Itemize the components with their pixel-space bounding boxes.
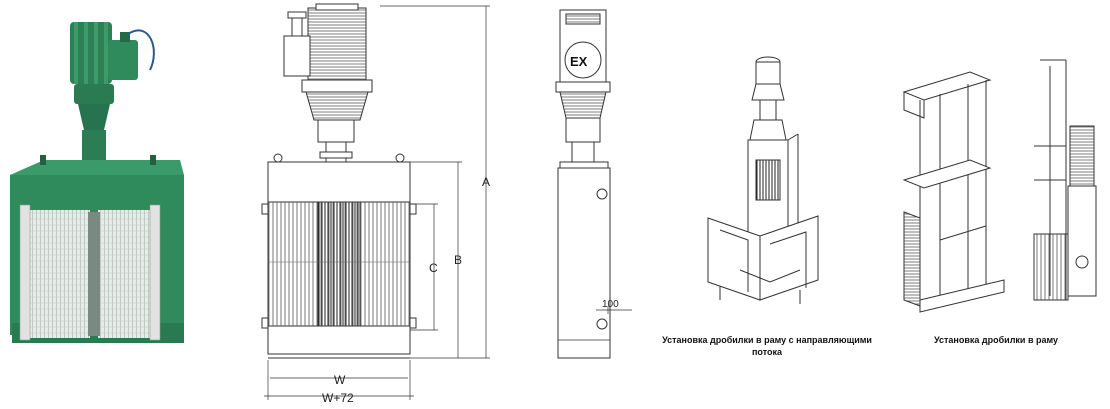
caption-install-with-guides-1: Установка дробилки в раму с направляющим… [662,335,872,345]
dim-label-100: 100 [602,299,619,310]
screen-drum-right [98,210,152,338]
front-view-drawing [261,3,490,400]
housing-top [10,160,184,175]
caption-install-with-guides-2: потока [752,347,783,357]
front-frame-top [267,161,411,203]
screen-drum-left [26,210,90,338]
front-junction-box [283,35,311,77]
motor-body [70,22,112,84]
iso-install-in-frame [902,59,1097,313]
ex-label: EX [570,54,588,69]
dim-label-w: W [334,373,346,387]
dim-label-b: B [454,253,462,267]
dim-label-c: C [429,261,438,275]
dim-label-w72: W+72 [322,391,354,405]
ex-plate [564,41,602,79]
junction-box [108,40,138,80]
side-view-drawing [555,9,632,359]
caption-install-in-frame: Установка дробилки в раму [934,335,1058,345]
front-motor [307,7,367,81]
dim-label-a: A [482,175,490,189]
cable [127,29,155,71]
iso-install-with-guides [707,56,819,304]
product-photo [10,22,184,343]
